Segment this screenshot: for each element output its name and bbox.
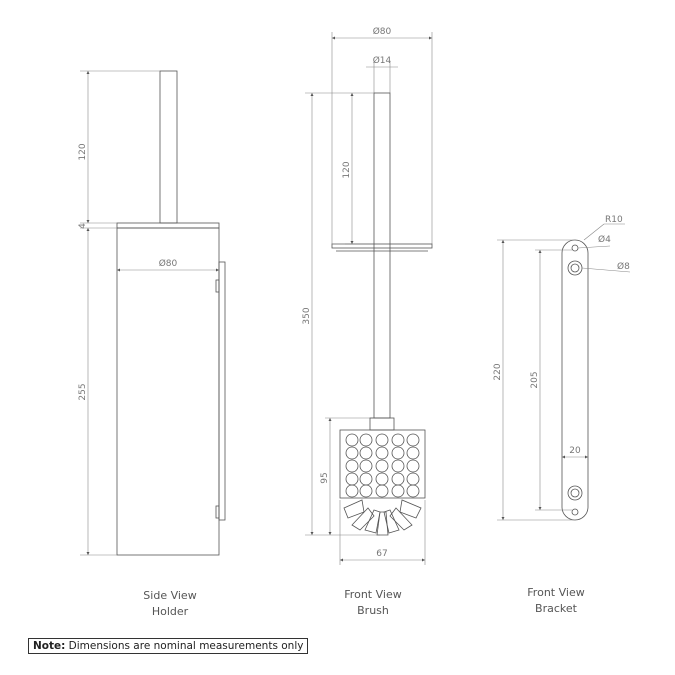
front-view-bracket: 220 205 20 R10 Ø4 Ø8 (493, 215, 630, 521)
note-label: Note: (33, 640, 66, 652)
dim-holder-255: 255 (78, 383, 88, 400)
dim-hole-spacing: 205 (530, 371, 540, 388)
note-box: Note: Dimensions are nominal measurement… (28, 638, 309, 654)
caption-line: Front View (527, 586, 585, 599)
dim-small-hole: Ø4 (598, 234, 611, 245)
caption-brush-view: Front View Brush (313, 587, 433, 619)
caption-line: Bracket (535, 602, 577, 615)
dim-head-height: 95 (320, 472, 330, 483)
brush-handle (373, 92, 391, 419)
caption-line: Side View (143, 589, 197, 602)
dim-bracket-length: 220 (493, 363, 503, 380)
bracket-plate (561, 239, 589, 521)
bracket-large-hole-bottom (567, 485, 583, 501)
dim-holder-4: 4 (78, 223, 88, 229)
bracket-large-hole-top (567, 260, 583, 276)
dim-lid-diameter: Ø80 (373, 26, 392, 37)
dim-handle-diameter: Ø14 (373, 55, 392, 66)
caption-bracket-view: Front View Bracket (496, 585, 616, 617)
holder-handle (159, 70, 178, 224)
caption-line: Brush (357, 604, 389, 617)
brush-lid (331, 243, 433, 249)
dim-holder-120: 120 (78, 143, 88, 160)
bracket-small-hole-bottom (571, 508, 579, 516)
caption-side-view: Side View Holder (110, 588, 230, 620)
dim-total-length: 350 (302, 307, 312, 324)
note-text: Dimensions are nominal measurements only (65, 640, 304, 652)
bracket-small-hole-top (571, 244, 579, 252)
dim-head-width: 67 (376, 549, 387, 559)
holder-body (116, 227, 220, 556)
dim-handle-length: 120 (342, 161, 352, 178)
caption-line: Front View (344, 588, 402, 601)
brush-head (339, 417, 426, 536)
caption-line: Holder (151, 605, 189, 618)
dim-bracket-radius: R10 (605, 215, 623, 225)
dim-holder-diameter: Ø80 (159, 258, 178, 269)
front-view-brush: Ø80 Ø14 120 350 95 (302, 26, 433, 565)
dim-bracket-width: 20 (569, 446, 581, 456)
dim-large-hole: Ø8 (617, 261, 630, 272)
holder-lid-plate (116, 222, 220, 229)
side-view-holder: 120 4 255 Ø80 (78, 70, 226, 556)
holder-wall-bracket (218, 261, 226, 521)
